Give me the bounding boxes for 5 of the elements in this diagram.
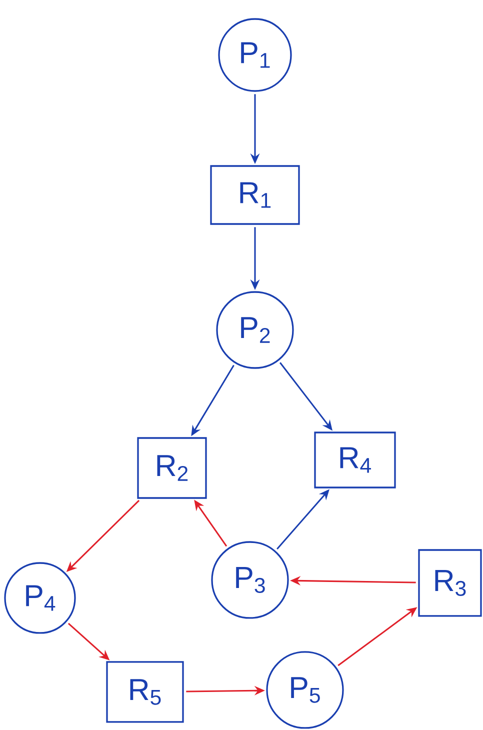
resource-box: R$_{3}$ <box>418 549 482 617</box>
resource-box: R$_{1}$ <box>210 165 300 225</box>
resource-box: R$_{5}$ <box>106 661 184 723</box>
resource-box: R$_{4}$ <box>314 432 396 488</box>
resource-box: R$_{2}$ <box>137 437 207 499</box>
